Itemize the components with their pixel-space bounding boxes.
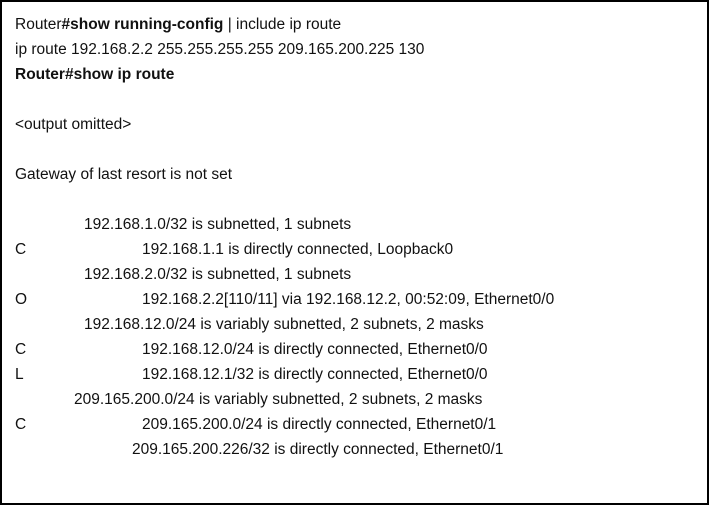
route-text-cell: 192.168.12.1/32 is directly connected, E… [142, 366, 488, 383]
prompt-label-2: Router [15, 66, 65, 83]
route-text-cell: 209.165.200.0/24 is variably subnetted, … [74, 391, 483, 408]
route-text-cell: 192.168.12.0/24 is directly connected, E… [142, 341, 488, 358]
command-suffix-1: | include ip route [223, 16, 342, 33]
console-output: Router#show running-config | include ip … [2, 12, 707, 462]
command-text-1: #show running-config [61, 16, 224, 33]
route-code-cell: L [15, 366, 24, 383]
route-table-row: 192.168.2.0/32 is subnetted, 1 subnets [2, 262, 707, 287]
command-text-2: #show ip route [64, 66, 175, 83]
spacer-line-1 [2, 87, 707, 112]
output-omitted-marker: <output omitted> [15, 116, 132, 133]
route-text-cell: 192.168.1.0/32 is subnetted, 1 subnets [84, 216, 352, 233]
route-table-row: C 192.168.12.0/24 is directly connected, … [2, 337, 707, 362]
route-table-row: C 209.165.200.0/24 is directly connected,… [2, 412, 707, 437]
route-code-cell: C [15, 241, 27, 258]
route-table-row: C 192.168.1.1 is directly connected, Loop… [2, 237, 707, 262]
command-line-show-running-config: Router#show running-config | include ip … [2, 12, 707, 37]
gateway-of-last-resort-line: Gateway of last resort is not set [15, 166, 233, 183]
prompt-label-1: Router [15, 16, 62, 33]
spacer-line-3 [2, 187, 707, 212]
route-table-row: L 192.168.12.1/32 is directly connected, … [2, 362, 707, 387]
route-code-cell: C [15, 341, 27, 358]
route-table-row: 209.165.200.0/24 is variably subnetted, … [2, 387, 707, 412]
route-text-cell: 192.168.1.1 is directly connected, Loopb… [142, 241, 454, 258]
route-text-cell: 209.165.200.0/24 is directly connected, … [142, 416, 497, 433]
route-text-cell: 209.165.200.226/32 is directly connected… [132, 441, 504, 458]
route-table-row: O 192.168.2.2[110/11] via 192.168.12.2, 0… [2, 287, 707, 312]
route-table-row: 192.168.1.0/32 is subnetted, 1 subnets [2, 212, 707, 237]
route-table-row: 209.165.200.226/32 is directly connected… [2, 437, 707, 462]
config-output-line: ip route 192.168.2.2 255.255.255.255 209… [15, 41, 425, 58]
route-text-cell: 192.168.2.2[110/11] via 192.168.12.2, 00… [142, 291, 555, 308]
spacer-line-2 [2, 137, 707, 162]
command-line-show-ip-route: Router#show ip route [2, 62, 707, 87]
route-table-row: 192.168.12.0/24 is variably subnetted, 2… [2, 312, 707, 337]
route-text-cell: 192.168.12.0/24 is variably subnetted, 2… [84, 316, 484, 333]
route-code-cell: O [15, 291, 28, 308]
route-code-cell: C [15, 416, 27, 433]
route-text-cell: 192.168.2.0/32 is subnetted, 1 subnets [84, 266, 352, 283]
